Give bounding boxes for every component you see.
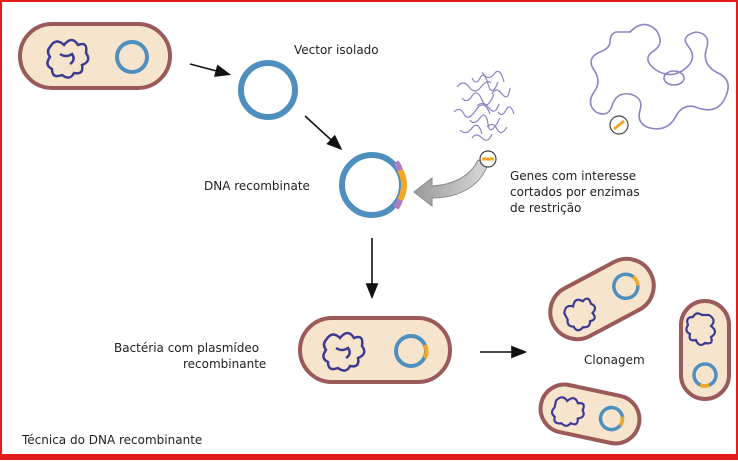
label-genes-3: de restrição [510, 201, 582, 215]
bacterium-original [18, 22, 172, 90]
insert-arrow [413, 159, 489, 208]
plasmid [115, 40, 149, 74]
label-cloning: Clonagem [584, 353, 645, 367]
recombinant-plasmid [339, 152, 407, 218]
arrow-to-vector [189, 63, 232, 77]
clone-bacterium-2 [679, 299, 731, 401]
label-vector: Vector isolado [294, 43, 379, 57]
label-genes-2: cortados por enzimas [510, 185, 640, 199]
chromosome [322, 331, 366, 372]
label-bacteria-2: recombinante [183, 357, 267, 371]
bacterium-recombinant [298, 316, 452, 384]
label-bacteria-1: Bactéria com plasmídeo [114, 341, 260, 355]
figure-caption: Técnica do DNA recombinante [22, 433, 203, 447]
label-recombinant-dna: DNA recombinate [204, 179, 310, 193]
dna-fragments [453, 70, 515, 141]
label-genes-1: Genes com interesse [510, 169, 637, 183]
isolated-vector [238, 60, 298, 120]
clone-bacterium-1 [548, 256, 656, 342]
chromosomal-dna [589, 23, 729, 130]
clone-bacterium-3 [538, 382, 642, 446]
arrow-to-recombinant [304, 115, 343, 151]
chromosome [46, 38, 90, 79]
